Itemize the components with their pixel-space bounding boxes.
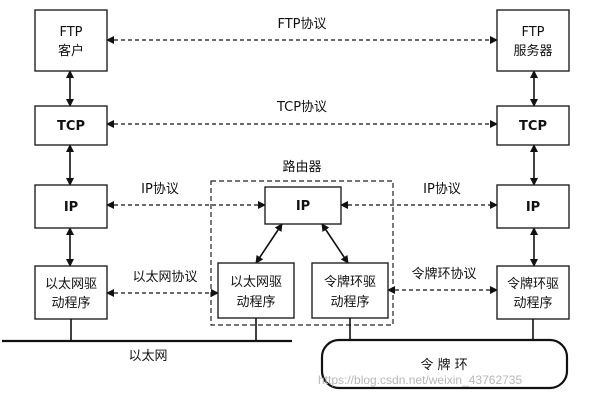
token-ring-driver-right-line1: 令牌环驱: [507, 276, 559, 292]
ip-left-box: IP: [34, 184, 108, 229]
router-ip-label: IP: [296, 199, 310, 214]
token-ring: [320, 338, 569, 390]
ethernet-driver-left-line1: 以太网驱: [45, 277, 97, 292]
ip-right-label: IP: [526, 200, 540, 215]
router-ip-box: IP: [264, 186, 342, 225]
router-boundary: [210, 180, 394, 326]
ip-right-box: IP: [496, 184, 570, 229]
token-ring-protocol-label: 令牌环协议: [411, 266, 476, 282]
router-token-ring-driver-box: 令牌环驱 动程序: [311, 262, 389, 319]
tcp-protocol-label: TCP协议: [276, 100, 327, 115]
router-token-ring-driver-line1: 令牌环驱: [324, 274, 376, 290]
router-label: 路由器: [282, 159, 321, 175]
ip-protocol-left-label: IP协议: [141, 182, 179, 197]
token-ring-label: 令 牌 环: [420, 357, 467, 373]
ftp-client-box: FTP 客户: [34, 9, 108, 72]
ftp-server-line2: 服务器: [513, 43, 552, 59]
ip-protocol-right-label: IP协议: [423, 182, 461, 197]
router-token-ring-driver-line2: 动程序: [330, 295, 369, 310]
ethernet-driver-left-box: 以太网驱 动程序: [34, 265, 108, 320]
token-ring-driver-right-line2: 动程序: [513, 296, 552, 311]
router-ip-ethernet-arrow: [255, 223, 283, 264]
tcp-left-label: TCP: [57, 119, 85, 134]
ethernet-driver-left-line2: 动程序: [51, 296, 90, 311]
ftp-server-line1: FTP: [521, 25, 544, 40]
ftp-client-line1: FTP: [59, 25, 82, 40]
ip-left-label: IP: [64, 200, 78, 215]
ethernet-label: 以太网: [128, 349, 167, 364]
token-ring-driver-right-box: 令牌环驱 动程序: [496, 265, 570, 320]
router-ip-token-arrow: [321, 223, 349, 264]
router-ethernet-driver-box: 以太网驱 动程序: [217, 262, 295, 319]
watermark: https://blog.csdn.net/weixin_43762735: [318, 373, 522, 387]
tcp-right-label: TCP: [519, 119, 547, 134]
router-ethernet-driver-line2: 动程序: [236, 295, 275, 310]
tcp-left-box: TCP: [34, 105, 108, 146]
ftp-protocol-label: FTP协议: [277, 17, 326, 32]
ftp-client-line2: 客户: [58, 43, 84, 59]
router-ethernet-driver-line1: 以太网驱: [230, 275, 282, 290]
ethernet-protocol-label: 以太网协议: [132, 270, 197, 285]
ftp-server-box: FTP 服务器: [496, 9, 570, 72]
tcp-right-box: TCP: [496, 105, 570, 146]
